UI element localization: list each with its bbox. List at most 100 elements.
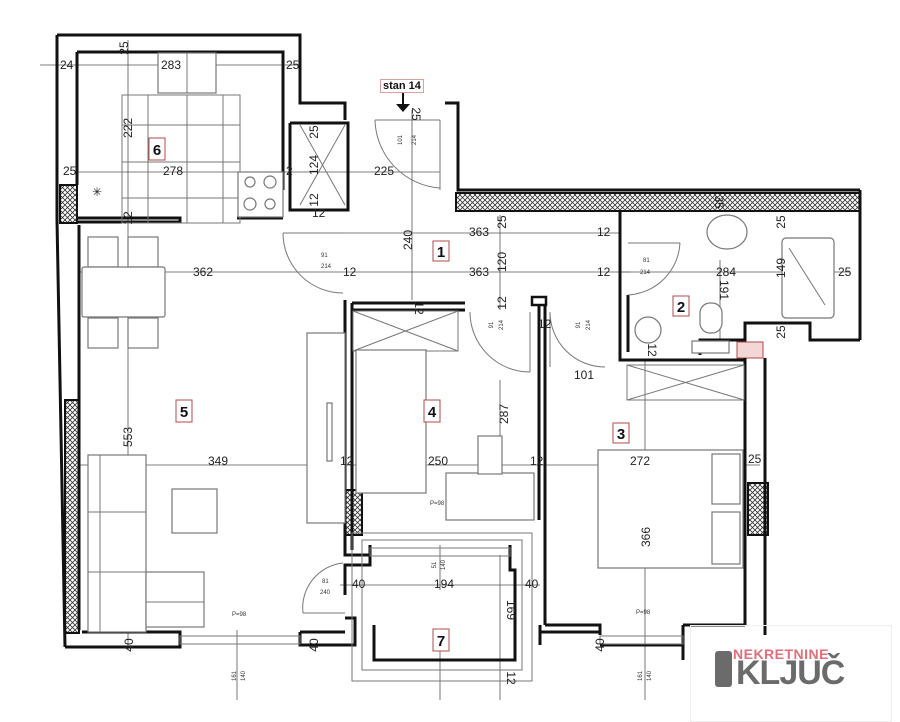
svg-text:12: 12: [340, 454, 354, 468]
svg-text:214: 214: [412, 134, 418, 145]
svg-text:25: 25: [63, 164, 77, 178]
room-tag-7: 7: [432, 628, 450, 652]
svg-text:225: 225: [374, 164, 394, 178]
svg-text:363: 363: [469, 265, 489, 279]
svg-text:24: 24: [60, 58, 74, 72]
svg-text:91: 91: [321, 253, 328, 259]
svg-text:25: 25: [748, 452, 762, 466]
svg-text:5: 5: [180, 404, 188, 421]
room-tag-3: 3: [612, 422, 630, 444]
room-tag-4: 4: [423, 399, 441, 423]
opening-tags: 101 214 91 214 81 214 91 214 91 214 81 2…: [232, 134, 653, 681]
svg-text:P=98: P=98: [232, 612, 247, 618]
walls: [55, 33, 862, 662]
svg-text:553: 553: [121, 427, 135, 447]
svg-text:12: 12: [412, 301, 426, 315]
svg-text:101: 101: [574, 368, 594, 382]
svg-text:40: 40: [122, 638, 136, 652]
svg-text:35: 35: [712, 195, 726, 209]
svg-text:140: 140: [647, 670, 653, 681]
room-tags: 1 2 3 4 5 6 7: [148, 137, 690, 652]
svg-text:250: 250: [428, 454, 448, 468]
svg-text:12: 12: [312, 206, 326, 220]
kitchen-furniture: ✳: [92, 52, 346, 224]
svg-text:349: 349: [208, 454, 228, 468]
svg-text:25: 25: [117, 41, 131, 55]
svg-text:214: 214: [321, 264, 332, 270]
svg-text:1: 1: [437, 244, 445, 261]
svg-text:12: 12: [538, 317, 552, 331]
svg-text:284: 284: [716, 265, 736, 279]
svg-text:P=98: P=98: [430, 501, 445, 507]
svg-text:P=98: P=98: [636, 610, 651, 616]
svg-text:124: 124: [307, 155, 321, 175]
watermark-top-text: NEKRETNINE: [733, 646, 830, 662]
doors: [282, 119, 681, 614]
svg-text:191: 191: [717, 280, 731, 300]
svg-text:40: 40: [307, 638, 321, 652]
svg-text:363: 363: [469, 225, 489, 239]
svg-text:25: 25: [774, 215, 788, 229]
windows: [179, 532, 684, 682]
svg-text:12: 12: [597, 225, 611, 239]
svg-text:12: 12: [530, 454, 544, 468]
svg-text:101: 101: [398, 134, 404, 145]
room-tag-2: 2: [672, 295, 690, 317]
svg-text:12: 12: [495, 296, 509, 310]
room-tag-6: 6: [148, 137, 166, 161]
kitchen-tile-grid: [121, 94, 241, 224]
svg-text:25: 25: [774, 325, 788, 339]
svg-text:278: 278: [163, 164, 183, 178]
key-icon: [715, 651, 732, 687]
svg-text:240: 240: [320, 590, 331, 596]
svg-text:366: 366: [639, 527, 653, 547]
svg-text:7: 7: [437, 633, 445, 650]
bathroom-fixtures: [634, 214, 835, 354]
svg-text:25: 25: [409, 107, 423, 121]
svg-text:12: 12: [307, 193, 321, 207]
watermark-main-text: KLJUČ: [736, 654, 845, 692]
svg-text:12: 12: [504, 671, 518, 685]
svg-text:12: 12: [343, 265, 357, 279]
svg-text:40: 40: [525, 577, 539, 591]
entry-arrow-icon: [396, 93, 410, 112]
svg-text:240: 240: [401, 230, 415, 250]
svg-text:91: 91: [576, 321, 582, 328]
svg-text:214: 214: [640, 270, 651, 276]
svg-text:25: 25: [495, 215, 509, 229]
svg-text:140: 140: [441, 559, 447, 570]
svg-text:6: 6: [153, 142, 161, 159]
svg-text:40: 40: [593, 638, 607, 652]
unit-label: stan 14: [380, 79, 424, 93]
svg-text:2: 2: [286, 164, 293, 178]
room-tag-1: 1: [432, 240, 450, 262]
dimension-labels: 25 24 283 25 222 278 25 12 2 124 25 12 1…: [60, 41, 852, 685]
svg-text:161: 161: [638, 670, 644, 681]
svg-text:214: 214: [586, 319, 592, 330]
svg-text:283: 283: [161, 58, 181, 72]
svg-text:169: 169: [504, 600, 518, 620]
svg-text:287: 287: [497, 404, 511, 424]
svg-text:272: 272: [630, 454, 650, 468]
svg-text:81: 81: [643, 258, 650, 264]
svg-text:140: 140: [241, 670, 247, 681]
svg-text:25: 25: [286, 58, 300, 72]
room4-furniture: [352, 310, 535, 521]
svg-text:362: 362: [193, 265, 213, 279]
svg-text:222: 222: [121, 118, 135, 138]
svg-text:194: 194: [434, 577, 454, 591]
svg-text:81: 81: [322, 579, 329, 585]
svg-text:4: 4: [428, 404, 437, 421]
svg-text:161: 161: [232, 670, 238, 681]
svg-text:25: 25: [307, 125, 321, 139]
svg-text:149: 149: [774, 258, 788, 278]
svg-text:25: 25: [838, 265, 852, 279]
living-furniture: [81, 236, 346, 633]
room3-furniture: [597, 364, 745, 569]
svg-text:12: 12: [645, 343, 659, 357]
svg-text:40: 40: [352, 577, 366, 591]
light-icon: ✳: [92, 185, 102, 199]
svg-text:3: 3: [617, 426, 625, 443]
svg-text:120: 120: [495, 252, 509, 272]
